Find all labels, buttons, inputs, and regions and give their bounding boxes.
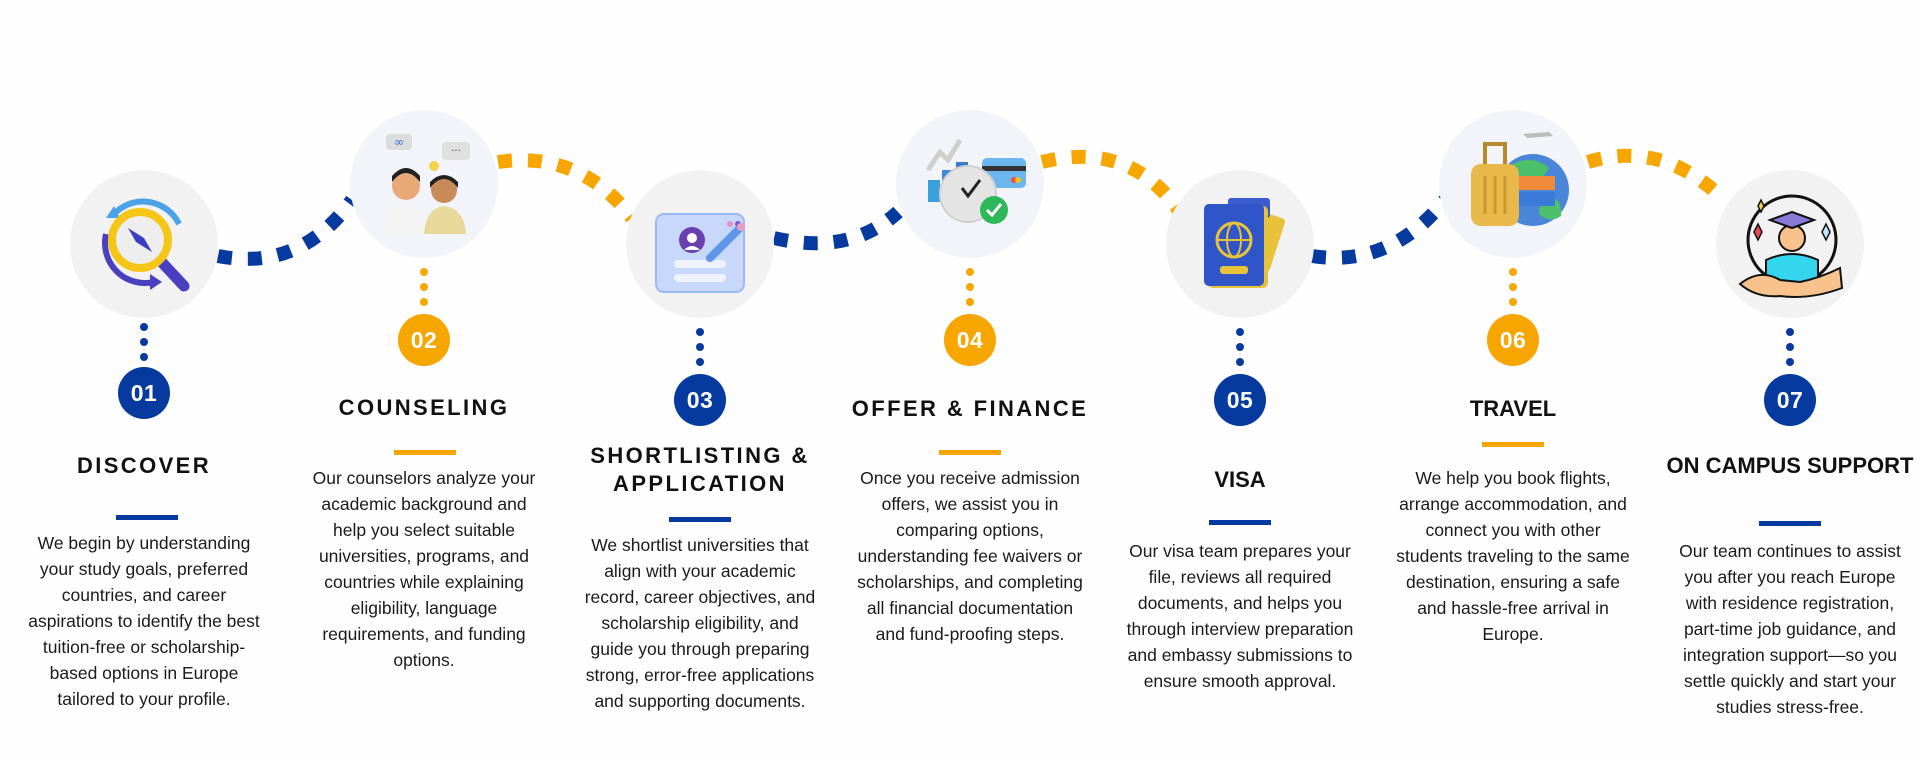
step-05-title: VISA bbox=[1214, 467, 1266, 492]
step-04-description: Once you receive admission offers, we as… bbox=[857, 468, 1083, 644]
graduate-support-icon bbox=[1738, 194, 1844, 298]
step-06-description: We help you book flights, arrange accomm… bbox=[1396, 468, 1630, 644]
step-02-icon-circle: ∞ ··· bbox=[350, 110, 498, 258]
stem-05 bbox=[1236, 328, 1244, 366]
step-05-description: Our visa team prepares your file, review… bbox=[1126, 541, 1354, 691]
step-03-rule bbox=[669, 517, 731, 522]
step-05-badge: 05 bbox=[1214, 374, 1266, 426]
luggage-globe-icon bbox=[1471, 132, 1569, 226]
step-04-rule bbox=[939, 450, 1001, 455]
step-03-badge: 03 bbox=[674, 374, 726, 426]
connector-05-06 bbox=[1310, 195, 1451, 265]
step-06-title: TRAVEL bbox=[1469, 396, 1557, 421]
connector-01-02 bbox=[216, 195, 358, 266]
finance-clock-card-icon bbox=[925, 138, 1026, 224]
step-07-rule bbox=[1759, 521, 1821, 526]
connector-06-07 bbox=[1585, 148, 1725, 202]
counselor-student-icon: ∞ ··· bbox=[384, 134, 470, 234]
connector-03-04 bbox=[772, 206, 903, 251]
step-04-icon-circle bbox=[896, 110, 1044, 258]
stem-01 bbox=[140, 323, 148, 361]
stem-07 bbox=[1786, 328, 1794, 366]
step-02-title: COUNSELING bbox=[338, 395, 510, 420]
step-03-icon-circle bbox=[626, 170, 774, 318]
svg-text:···: ··· bbox=[451, 146, 461, 157]
step-03-description: We shortlist universities that align wit… bbox=[584, 535, 816, 711]
step-07-description: Our team continues to assist you after y… bbox=[1679, 541, 1901, 717]
step-05-icon-circle bbox=[1166, 170, 1314, 318]
step-02-rule bbox=[394, 450, 456, 455]
step-04-badge: 04 bbox=[944, 314, 996, 366]
connector-04-05 bbox=[1040, 149, 1186, 217]
stem-04 bbox=[966, 268, 974, 306]
step-01-rule bbox=[116, 515, 178, 520]
application-form-icon bbox=[655, 213, 745, 293]
svg-text:∞: ∞ bbox=[394, 135, 404, 149]
step-07-icon-circle bbox=[1716, 170, 1864, 318]
compass-magnifier-icon bbox=[101, 198, 190, 292]
stem-02 bbox=[420, 268, 428, 306]
step-02-badge: 02 bbox=[398, 314, 450, 366]
step-01-title: DISCOVER bbox=[76, 453, 212, 478]
step-02-description: Our counselors analyze your academic bac… bbox=[312, 468, 536, 670]
step-03-title: SHORTLISTING & APPLICATION bbox=[590, 443, 810, 496]
step-06-rule bbox=[1482, 442, 1544, 447]
stem-06 bbox=[1509, 268, 1517, 306]
step-04-title: OFFER & FINANCE bbox=[851, 396, 1089, 421]
connector-02-03 bbox=[496, 153, 638, 223]
step-07-badge: 07 bbox=[1764, 374, 1816, 426]
step-01-badge: 01 bbox=[118, 367, 170, 419]
step-05-rule bbox=[1209, 520, 1271, 525]
step-06-badge: 06 bbox=[1487, 314, 1539, 366]
step-07-title: ON CAMPUS SUPPORT bbox=[1666, 453, 1914, 478]
step-01-icon-circle bbox=[70, 170, 218, 318]
passport-icon bbox=[1204, 198, 1285, 288]
step-06-icon-circle bbox=[1439, 110, 1587, 258]
step-01-description: We begin by understanding your study goa… bbox=[28, 533, 260, 709]
stem-03 bbox=[696, 328, 704, 366]
